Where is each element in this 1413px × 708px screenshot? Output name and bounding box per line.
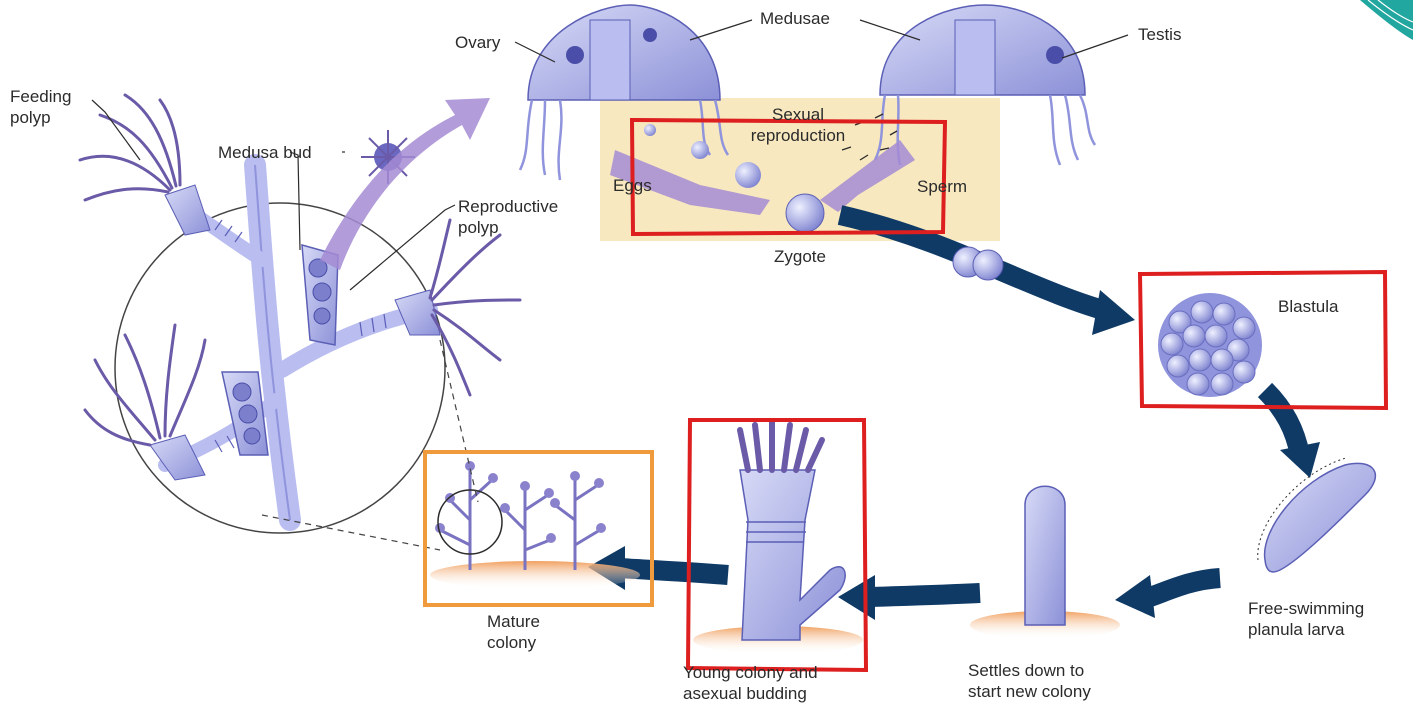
label-planula-larva: Free-swimming planula larva <box>1248 598 1364 640</box>
mature-colony-plants <box>430 461 640 589</box>
label-ovary: Ovary <box>455 32 500 53</box>
label-mature-colony: Mature colony <box>487 611 540 653</box>
reproductive-polyp-line: Reproductive polyp <box>458 196 558 238</box>
young-colony-polyp <box>693 422 863 654</box>
blastula-ball <box>1158 293 1262 397</box>
label-reproductive-polyp: Reproductive polyp <box>458 196 558 238</box>
arrow-settle-to-young <box>870 593 980 597</box>
sexual-reproduction-line: Sexual reproduction <box>728 104 868 146</box>
label-settles-down: Settles down to start new colony <box>968 660 1091 702</box>
label-medusae: Medusae <box>760 8 830 29</box>
zygote-cell <box>786 194 824 232</box>
label-sperm: Sperm <box>917 176 967 197</box>
label-medusa-bud: Medusa bud <box>218 142 312 163</box>
arrow-blastula-to-planula <box>1265 390 1300 455</box>
settled-polyp <box>970 486 1120 639</box>
settles-down-line: Settles down to start new colony <box>968 660 1091 702</box>
two-cell-embryo <box>953 247 1003 280</box>
label-eggs: Eggs <box>613 175 652 196</box>
feeding-polyp-line: Feeding polyp <box>10 86 71 128</box>
label-zygote: Zygote <box>774 246 826 267</box>
label-testis: Testis <box>1138 24 1181 45</box>
label-blastula: Blastula <box>1278 296 1338 317</box>
young-colony-line: Young colony and asexual budding <box>683 662 818 704</box>
planula-larva-line: Free-swimming planula larva <box>1248 598 1364 640</box>
mature-colony-line: Mature colony <box>487 611 540 653</box>
leaf-icon <box>1360 0 1413 40</box>
label-feeding-polyp: Feeding polyp <box>10 86 71 128</box>
label-sexual-reproduction: Sexual reproduction <box>728 104 868 146</box>
label-young-colony: Young colony and asexual budding <box>683 662 818 704</box>
planula-larva <box>1258 458 1376 572</box>
arrow-planula-to-settle <box>1150 578 1220 597</box>
